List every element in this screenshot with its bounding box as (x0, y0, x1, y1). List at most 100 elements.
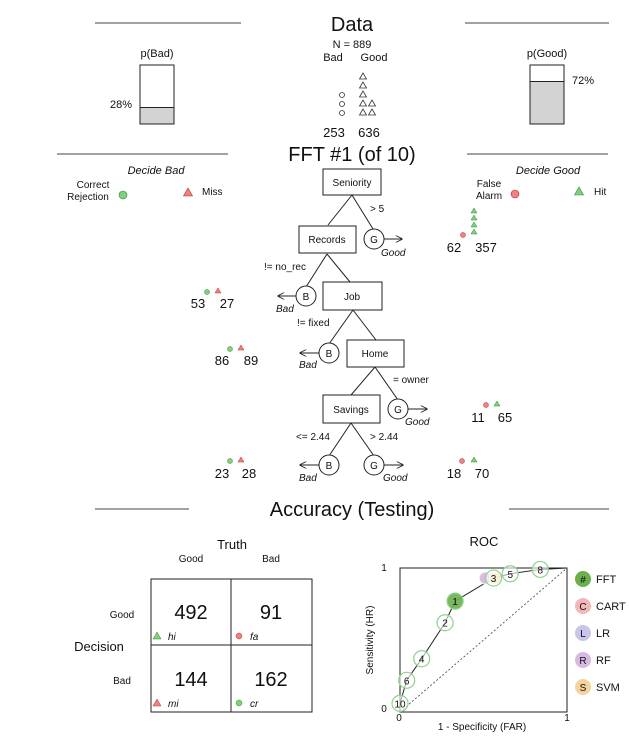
svg-text:B: B (303, 292, 310, 303)
edge-label-savings-bad: <= 2.44 (296, 432, 330, 443)
svg-text:Savings: Savings (333, 405, 369, 416)
fft-roc-line (399, 567, 568, 712)
edge-label-records: != no_rec (264, 262, 306, 273)
roc-point-fft-label-10: 10 (394, 699, 406, 710)
exit-word-bad-1: Bad (276, 304, 294, 315)
roc-point-fft-8 (531, 560, 549, 579)
good-class-triangles (358, 72, 377, 116)
svg-text:Seniority: Seniority (333, 178, 372, 189)
row-bad-label: Bad (113, 676, 131, 687)
roc-legend-cart-label: CART (596, 601, 626, 613)
fft-title: FFT #1 (of 10) (288, 144, 415, 166)
legend-false-alarm-1: False (477, 179, 502, 190)
roc-point-fft-label-3: 3 (491, 574, 497, 585)
leaf-job: 86 89 (215, 344, 258, 368)
confusion-matrix (150, 578, 313, 713)
cell-hits: 492 hi (152, 602, 208, 643)
svg-text:28: 28 (242, 466, 256, 481)
svg-text:65: 65 (498, 410, 512, 425)
svg-text:89: 89 (244, 353, 258, 368)
data-title: Data (331, 14, 374, 36)
roc-point-fft-10 (391, 694, 409, 712)
exit-good-savings: G (363, 454, 385, 476)
svg-text:492: 492 (174, 602, 207, 624)
tree-edges (305, 194, 399, 457)
roc-legend-lr-label: LR (596, 628, 610, 640)
exit-word-good-3: Good (383, 473, 408, 484)
col-bad-label: Bad (262, 554, 280, 565)
exit-word-bad-3: Bad (299, 473, 317, 484)
svg-text:Job: Job (344, 292, 361, 303)
p-good-gauge (529, 64, 565, 125)
miss-icon (182, 187, 194, 197)
exit-bad-job: B (318, 342, 340, 364)
bad-count: 253 (323, 125, 345, 140)
roc-point-fft-6 (398, 671, 416, 689)
node-seniority: Seniority (322, 168, 382, 196)
p-bad-label: p(Bad) (140, 48, 173, 60)
roc-legend-cart-icon (575, 598, 591, 614)
roc-legend-svm-letter: S (580, 683, 587, 694)
roc-plot-frame (399, 567, 568, 713)
exit-arrows (278, 239, 427, 465)
leaf-seniority: 62 357 (447, 207, 497, 255)
cell-false-alarms: 91 fa (235, 602, 282, 643)
svg-text:70: 70 (475, 466, 489, 481)
roc-point-fft-4 (413, 650, 431, 668)
roc-legend-rf-icon (575, 652, 591, 668)
row-good-label: Good (110, 610, 134, 621)
legend-miss: Miss (202, 187, 223, 198)
roc-tick-x1: 1 (564, 713, 570, 724)
legend-correct-rejection-2: Rejection (67, 192, 109, 203)
exit-word-good-1: Good (381, 248, 406, 259)
roc-legend-rf-letter: R (579, 656, 586, 667)
roc-point-fft-label-2: 2 (442, 619, 448, 630)
p-bad-gauge (139, 64, 175, 125)
roc-x-label: 1 - Specificity (FAR) (438, 722, 526, 732)
svg-text:cr: cr (250, 699, 259, 710)
node-records: Records (298, 225, 357, 254)
good-count: 636 (358, 125, 380, 140)
roc-point-fft-label-4: 4 (419, 655, 425, 666)
svg-text:27: 27 (220, 296, 234, 311)
roc-tick-y0: 0 (381, 704, 387, 715)
svg-text:144: 144 (174, 669, 207, 691)
false-alarm-icon (510, 189, 520, 199)
roc-diagonal (399, 567, 568, 713)
exit-word-good-2: Good (405, 417, 430, 428)
svg-text:86: 86 (215, 353, 229, 368)
roc-legend-lr-icon (575, 625, 591, 641)
leaf-savings-bad: 23 28 (215, 456, 256, 481)
col-good-label: Good (179, 554, 203, 565)
bad-class-circles (339, 92, 345, 116)
roc-tick-y1: 1 (381, 563, 387, 574)
p-good-value: 72% (572, 75, 594, 87)
svg-text:62: 62 (447, 240, 461, 255)
svg-text:Records: Records (308, 235, 345, 246)
roc-legend-fft-letter: # (580, 575, 586, 586)
legend-correct-rejection-1: Correct (77, 180, 110, 191)
roc-point-fft-label-5: 5 (507, 570, 513, 581)
svg-text:hi: hi (168, 632, 177, 643)
exit-good-home: G (387, 398, 409, 420)
edge-label-home: = owner (393, 375, 430, 386)
leaf-records: 53 27 (191, 287, 234, 311)
exit-bad-records: B (295, 285, 317, 307)
roc-point-fft-5 (501, 565, 519, 583)
truth-label: Truth (217, 537, 247, 552)
roc-legend-svm-icon (575, 679, 591, 695)
n-label: N = 889 (333, 39, 372, 51)
decide-good-label: Decide Good (516, 165, 581, 177)
legend-false-alarm-2: Alarm (476, 191, 502, 202)
roc-legend-rf-label: RF (596, 655, 611, 667)
svg-text:53: 53 (191, 296, 205, 311)
roc-point-fft-label-8: 8 (537, 565, 543, 576)
edge-label-savings-good: > 2.44 (370, 432, 399, 443)
roc-legend-svm-label: SVM (596, 682, 620, 694)
svg-text:G: G (394, 405, 402, 416)
svg-text:91: 91 (260, 602, 282, 624)
svg-text:357: 357 (475, 240, 497, 255)
node-home: Home (346, 339, 405, 368)
roc-point-fft-label-6: 6 (404, 676, 410, 687)
roc-y-label: Sensitivity (HR) (365, 606, 376, 675)
